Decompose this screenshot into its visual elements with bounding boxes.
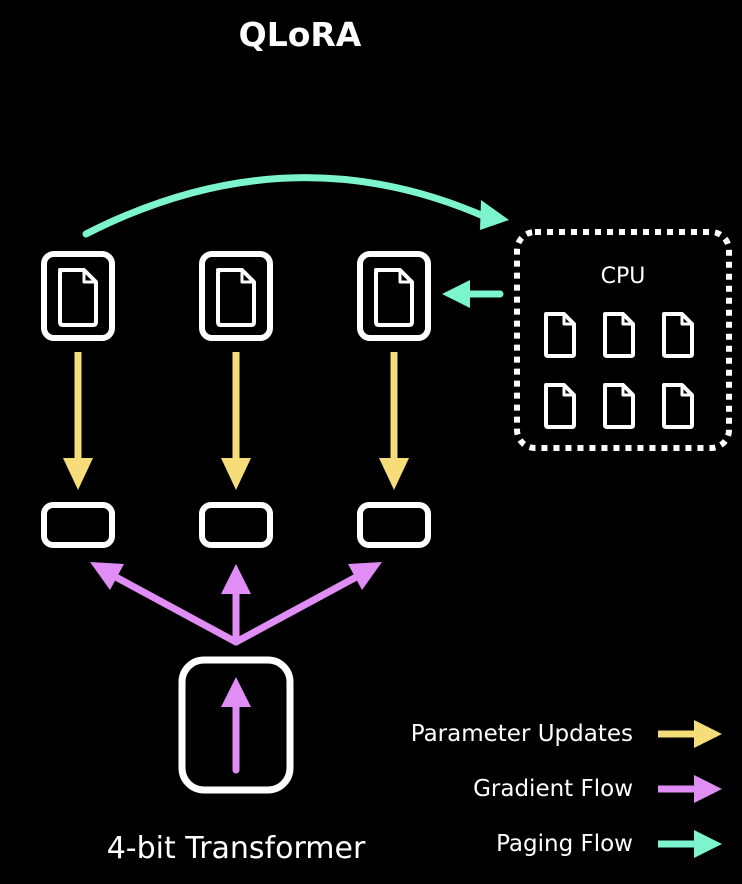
optimizer-state-3 <box>357 251 431 341</box>
adapter-2 <box>199 502 273 548</box>
legend-label-parameter-updates: Parameter Updates <box>411 721 633 747</box>
document-icon <box>544 383 576 429</box>
transformer-label: 4-bit Transformer <box>107 831 366 866</box>
optimizer-state-2 <box>199 251 273 341</box>
legend-arrow-paging-flow <box>694 830 722 858</box>
parameter-update-arrow-2 <box>221 352 251 490</box>
legend-arrow-parameter-updates <box>694 720 722 748</box>
legend: Parameter Updates Gradient Flow Paging F… <box>411 720 722 858</box>
adapter-3 <box>357 502 431 548</box>
document-icon <box>662 312 694 358</box>
transformer-block <box>178 656 294 794</box>
diagram-title: QLoRA <box>239 15 362 54</box>
document-icon <box>662 383 694 429</box>
document-icon <box>603 383 635 429</box>
document-icon <box>374 268 414 327</box>
parameter-update-arrow-1 <box>63 352 93 490</box>
parameter-update-arrow-3 <box>379 352 409 490</box>
gradient-flow-arrows <box>90 562 382 646</box>
document-icon <box>216 268 256 327</box>
paging-flow-arrow <box>442 280 504 308</box>
legend-label-paging-flow: Paging Flow <box>496 831 633 857</box>
adapter-1 <box>41 502 115 548</box>
document-icon <box>544 312 576 358</box>
paging-flow-arc <box>82 174 509 238</box>
cpu-box: CPU <box>514 229 732 451</box>
cpu-label: CPU <box>601 264 646 289</box>
legend-label-gradient-flow: Gradient Flow <box>473 776 633 802</box>
legend-arrow-gradient-flow <box>694 775 722 803</box>
optimizer-state-1 <box>41 251 115 341</box>
document-icon <box>58 268 98 327</box>
document-icon <box>603 312 635 358</box>
